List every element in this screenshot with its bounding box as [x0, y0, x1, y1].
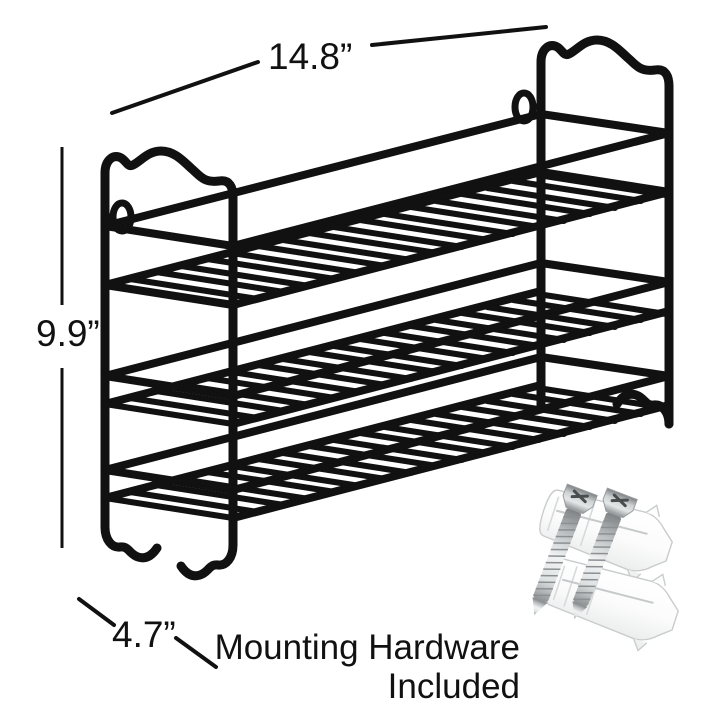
screw-1-tip — [532, 597, 548, 615]
tier1-rungs — [102, 172, 669, 308]
shelf-tier-1 — [101, 110, 673, 309]
rack-side-panel-right — [536, 35, 674, 429]
tier3-floor-front-rail — [101, 381, 545, 502]
tier2-front-rail — [101, 259, 545, 380]
mounting-hardware-group — [532, 483, 679, 652]
tier2-rungs — [102, 291, 669, 427]
tier1-floor-front-rail — [101, 168, 545, 289]
tier3-rungs — [102, 385, 669, 521]
screw-2-shank — [573, 512, 621, 606]
dimension-label-width: 14.8” — [268, 36, 353, 77]
tier3-front-stiles — [102, 354, 544, 501]
left-panel-top-scroll — [100, 146, 238, 230]
dimension-line-depth-lower — [174, 636, 218, 669]
shelf-tier-2 — [101, 259, 673, 428]
right-panel-top-scroll — [536, 35, 674, 117]
keyhole-ring-left — [109, 199, 135, 235]
mounting-hardware-caption: Mounting Hardware Included — [190, 628, 520, 706]
dimension-lines — [60, 25, 548, 669]
tier3-front-rail — [101, 353, 545, 474]
shelf-tier-3 — [101, 353, 673, 522]
screw-1-head — [562, 483, 598, 515]
anchor-2-ribs — [552, 565, 601, 616]
phillips-screw-2 — [572, 487, 638, 619]
screw-1-threads — [533, 516, 581, 597]
dimension-line-width-left — [110, 60, 260, 115]
right-panel-rail-lower — [537, 353, 673, 380]
dimension-line-depth-upper — [77, 597, 116, 627]
phillips-screw-1 — [532, 483, 598, 615]
anchor-2-body — [545, 558, 679, 641]
right-panel-rail-mid — [537, 259, 673, 286]
left-panel-back-foot — [176, 540, 238, 581]
dimension-label-height: 9.9” — [36, 313, 100, 354]
tier1-back-rail — [229, 129, 673, 250]
screw-2-threads — [573, 520, 621, 601]
wall-anchor-2 — [545, 558, 679, 652]
dimension-line-width-right — [370, 25, 548, 47]
tier2-floor-front-rail — [101, 287, 545, 408]
screw-1-shank — [533, 508, 581, 602]
screw-2-tip — [572, 601, 588, 619]
tier1-front-rail — [101, 110, 545, 230]
right-panel-rail-upper-mid — [537, 168, 673, 196]
dimension-label-depth: 4.7” — [112, 614, 176, 655]
tier2-front-stiles — [102, 260, 544, 407]
screw-2-phillips-cross — [610, 493, 629, 508]
right-panel-rail-top — [537, 110, 673, 137]
tier1-front-stiles — [102, 111, 544, 288]
screw-2-head — [602, 487, 638, 519]
left-panel-front-foot — [100, 522, 162, 563]
mounting-hardware-caption-line-2: Included — [387, 667, 520, 707]
screw-1-phillips-cross — [570, 489, 589, 504]
mounting-hardware-caption-line-1: Mounting Hardware — [214, 628, 520, 667]
wire-rack — [100, 35, 674, 581]
keyhole-hanger-left — [101, 199, 135, 235]
anchor-2-wings — [632, 573, 667, 652]
anchor-2-slot — [561, 578, 654, 604]
